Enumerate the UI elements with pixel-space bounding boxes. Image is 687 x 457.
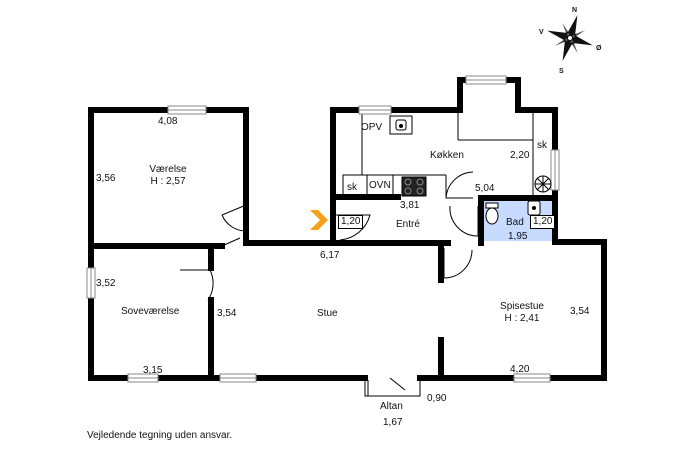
dim-spise-depth: 3,54 bbox=[570, 306, 590, 317]
dim-koekken-depth: 2,20 bbox=[510, 150, 530, 161]
compass-south-label: S bbox=[559, 68, 564, 75]
room-spisestue: Spisestue H : 2,41 bbox=[500, 301, 544, 325]
room-vaerelse-height: H : 2,57 bbox=[150, 176, 186, 187]
dim-koekken-width: 5,04 bbox=[475, 183, 495, 194]
dim-vaerelse-depth: 3,56 bbox=[96, 173, 116, 184]
compass-east-label: Ø bbox=[596, 45, 602, 52]
dim-entre-depth: 1,20 bbox=[338, 215, 364, 229]
sink bbox=[389, 115, 413, 135]
room-vaerelse: Værelse H : 2,57 bbox=[149, 164, 186, 188]
dim-vaerelse-width: 4,08 bbox=[158, 116, 178, 127]
dim-altan-width: 1,67 bbox=[383, 417, 403, 428]
room-altan-name: Altan bbox=[380, 401, 403, 412]
room-vaerelse-name: Værelse bbox=[149, 164, 187, 175]
interior-lines bbox=[342, 113, 534, 397]
fixture-ovn-label: OVN bbox=[369, 180, 391, 191]
door-swings bbox=[180, 171, 479, 391]
room-bad-name: Bad bbox=[506, 217, 524, 228]
dim-bad-width: 1,95 bbox=[508, 231, 528, 242]
kitchen-fixtures bbox=[389, 115, 552, 197]
dim-bad-depth: 1,20 bbox=[530, 215, 556, 229]
entrance-arrow bbox=[310, 210, 328, 230]
compass-north-label: N bbox=[572, 7, 578, 14]
dim-spise-width: 4,20 bbox=[510, 364, 530, 375]
room-entre-name: Entré bbox=[396, 219, 420, 230]
dim-stue-depth: 3,54 bbox=[217, 308, 237, 319]
toilet bbox=[485, 207, 499, 225]
compass-rose bbox=[547, 15, 593, 61]
disclaimer-text: Vejledende tegning uden ansvar. bbox=[87, 430, 233, 441]
compass-west-label: V bbox=[539, 29, 544, 36]
room-sovevaerelse-name: Soveværelse bbox=[121, 306, 180, 317]
dim-sove-depth: 3,52 bbox=[96, 278, 116, 289]
room-spisestue-name: Spisestue bbox=[500, 301, 544, 312]
stove bbox=[401, 176, 427, 197]
dim-altan-depth: 0,90 bbox=[427, 393, 447, 404]
room-koekken-name: Køkken bbox=[430, 150, 464, 161]
windows bbox=[86, 75, 560, 383]
room-spisestue-height: H : 2,41 bbox=[504, 313, 540, 324]
walls bbox=[88, 77, 607, 381]
fixture-opv-label: OPV bbox=[361, 122, 383, 133]
dim-entre-width: 3,81 bbox=[400, 200, 420, 211]
room-stue-name: Stue bbox=[317, 308, 338, 319]
dim-stue-width: 6,17 bbox=[320, 250, 340, 261]
bath-fixtures bbox=[485, 200, 541, 225]
fixture-sk-kitchen-label: sk bbox=[537, 140, 547, 151]
fixture-sk-entre-label: sk bbox=[347, 182, 357, 193]
dim-sove-width: 3,15 bbox=[143, 365, 163, 376]
